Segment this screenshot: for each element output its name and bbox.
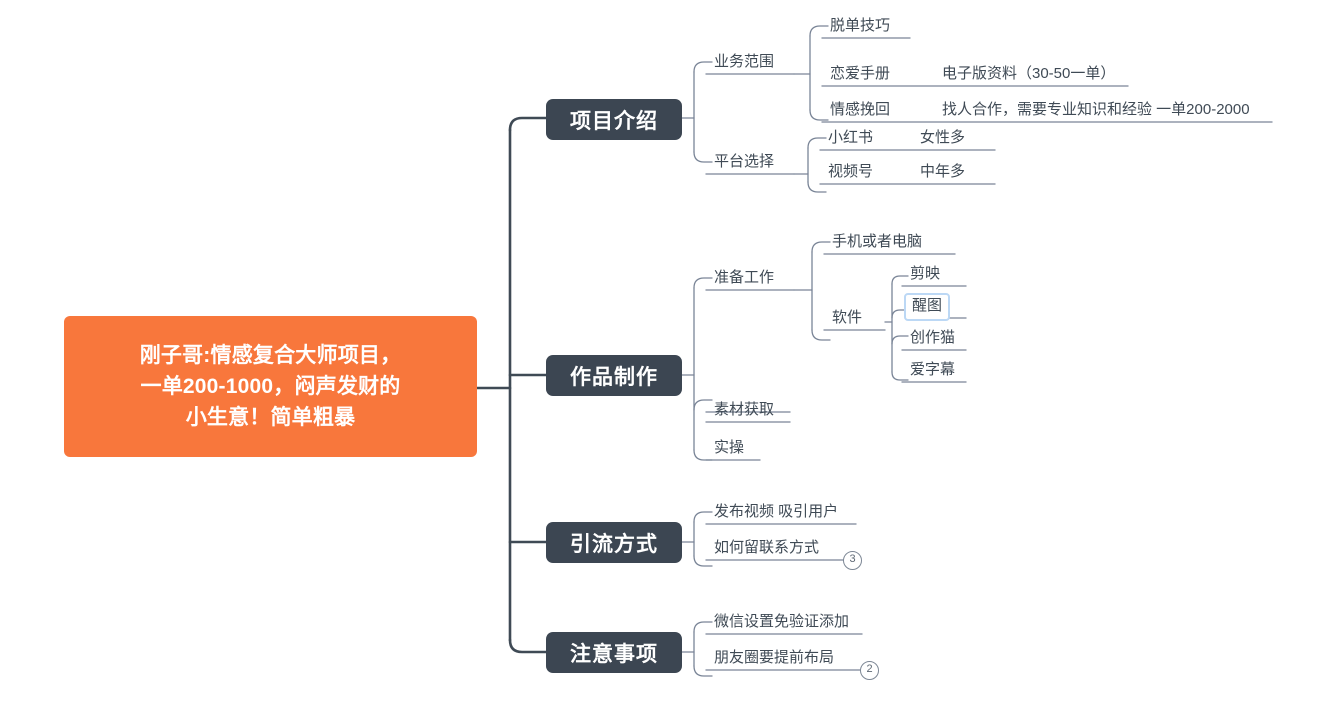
- node-emotional-recovery[interactable]: 情感挽回: [830, 101, 891, 118]
- branch-node-project-intro[interactable]: 项目介绍: [546, 99, 682, 140]
- branch-node-label: 作品制作: [570, 365, 658, 389]
- root-node-label: 刚子哥:情感复合大师项目， 一单200-1000，闷声发财的 小生意！简单粗暴: [139, 344, 402, 429]
- node-material-acquisition[interactable]: 素材获取: [714, 401, 775, 418]
- node-aizimu[interactable]: 爱字幕: [910, 361, 956, 378]
- node-platform-choice[interactable]: 平台选择: [714, 153, 775, 170]
- node-video-account[interactable]: 视频号: [828, 163, 874, 180]
- node-practice[interactable]: 实操: [714, 439, 745, 456]
- node-jianying[interactable]: 剪映: [910, 265, 941, 282]
- root-node[interactable]: 刚子哥:情感复合大师项目， 一单200-1000，闷声发财的 小生意！简单粗暴: [64, 316, 477, 457]
- branch-node-label: 项目介绍: [570, 109, 658, 133]
- node-ebook-material[interactable]: 电子版资料（30-50一单）: [942, 65, 1116, 82]
- node-preparation[interactable]: 准备工作: [714, 269, 775, 286]
- node-moments-layout-ahead[interactable]: 朋友圈要提前布局: [714, 649, 835, 666]
- node-xiaohongshu[interactable]: 小红书: [828, 129, 874, 146]
- branch-node-traffic-method[interactable]: 引流方式: [546, 522, 682, 563]
- node-xingtu-selected[interactable]: 醒图: [904, 293, 951, 321]
- node-software[interactable]: 软件: [832, 309, 863, 326]
- branch-node-notes[interactable]: 注意事项: [546, 632, 682, 673]
- count-badge-notes[interactable]: 2: [860, 661, 879, 680]
- node-wechat-no-verification[interactable]: 微信设置免验证添加: [714, 613, 850, 630]
- node-xiaohongshu-audience[interactable]: 女性多: [920, 129, 966, 146]
- node-chuangzuomao[interactable]: 创作猫: [910, 329, 956, 346]
- node-dating-skills[interactable]: 脱单技巧: [830, 17, 891, 34]
- node-love-handbook[interactable]: 恋爱手册: [830, 65, 891, 82]
- count-badge-traffic-method[interactable]: 3: [843, 551, 862, 570]
- branch-node-content-production[interactable]: 作品制作: [546, 355, 682, 396]
- node-publish-video-attract-users[interactable]: 发布视频 吸引用户: [714, 503, 839, 520]
- node-phone-or-computer[interactable]: 手机或者电脑: [832, 233, 923, 250]
- node-video-account-audience[interactable]: 中年多: [920, 163, 966, 180]
- branch-node-label: 注意事项: [570, 642, 658, 666]
- node-partner-cooperation[interactable]: 找人合作，需要专业知识和经验 一单200-2000: [942, 101, 1250, 118]
- node-business-scope[interactable]: 业务范围: [714, 53, 775, 70]
- branch-node-label: 引流方式: [570, 532, 658, 556]
- node-how-to-leave-contact[interactable]: 如何留联系方式: [714, 539, 820, 556]
